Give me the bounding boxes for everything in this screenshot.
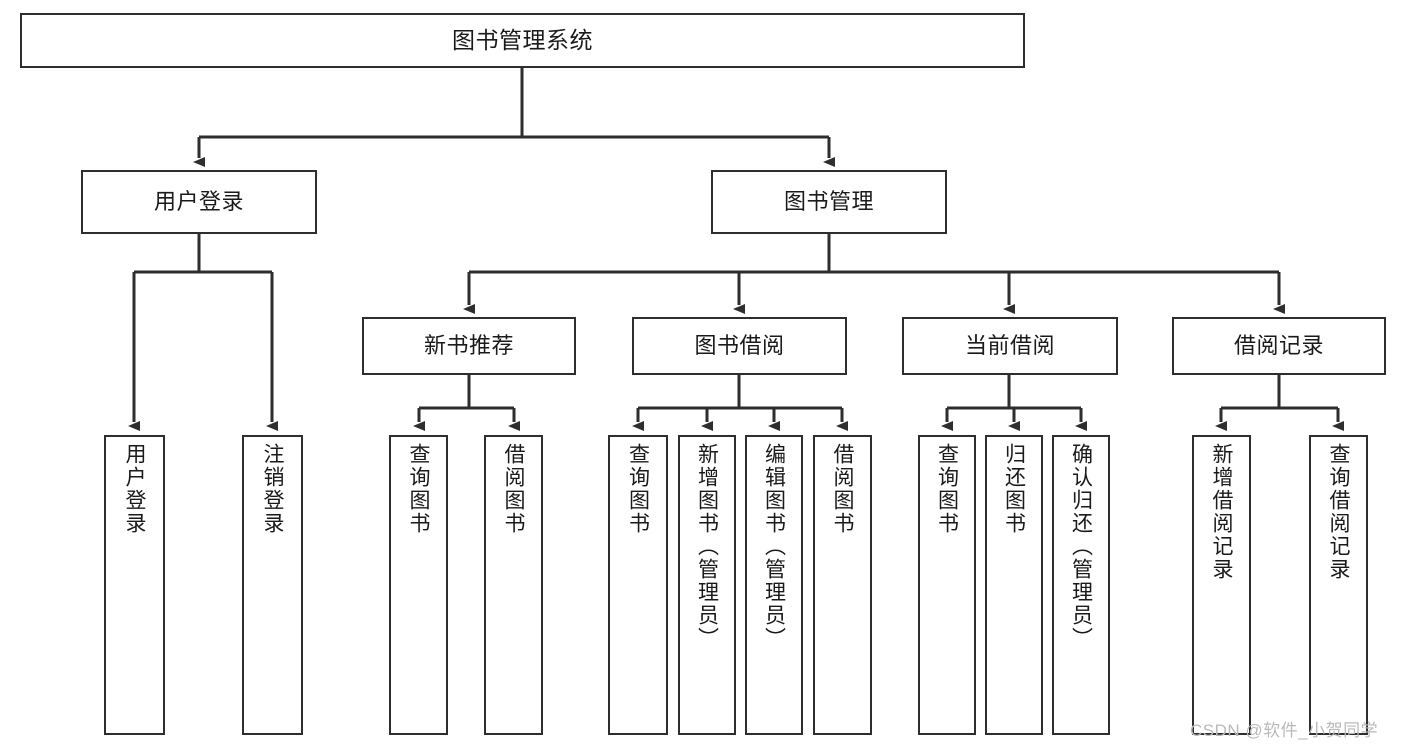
leaf-borrow-book-label: 借阅图书 — [831, 443, 855, 535]
leaf-borrow-book-recommend-label: 借阅图书 — [502, 443, 526, 535]
leaf-return-book-label: 归还图书 — [1002, 443, 1026, 535]
leaf-query-book-recommend-label: 查询图书 — [407, 443, 431, 535]
edge-group-root — [193, 68, 835, 167]
leaf-query-book-borrow[interactable]: 查询图书 — [608, 435, 668, 735]
csdn-watermark: CSDN @软件_小贺同学 — [1190, 721, 1379, 740]
node-root-label: 图书管理系统 — [452, 27, 593, 54]
leaf-logout-label: 注销登录 — [261, 443, 285, 535]
edge-group-borrow — [632, 375, 848, 431]
node-borrow-record-label: 借阅记录 — [1233, 332, 1324, 358]
leaf-edit-book-admin[interactable]: 编辑图书（管理员） — [745, 435, 803, 735]
leaf-query-book-current-label: 查询图书 — [935, 443, 959, 535]
node-root[interactable]: 图书管理系统 — [20, 13, 1025, 68]
edge-group-newbook — [413, 375, 520, 431]
leaf-confirm-return-admin-label: 确认归还（管理员） — [1069, 443, 1093, 650]
leaf-add-borrow-record[interactable]: 新增借阅记录 — [1192, 435, 1251, 735]
leaf-user-login[interactable]: 用户登录 — [104, 435, 165, 735]
edge-group-current — [941, 375, 1087, 431]
node-current-borrow-label: 当前借阅 — [964, 332, 1055, 358]
node-borrow-record[interactable]: 借阅记录 — [1172, 317, 1386, 375]
node-new-book-recommend-label: 新书推荐 — [423, 332, 514, 358]
leaf-query-book-borrow-label: 查询图书 — [626, 443, 650, 535]
node-book-borrow-label: 图书借阅 — [694, 332, 785, 358]
leaf-query-book-recommend[interactable]: 查询图书 — [389, 435, 448, 735]
leaf-query-borrow-record-label: 查询借阅记录 — [1327, 443, 1351, 581]
leaf-user-login-label: 用户登录 — [123, 443, 147, 535]
leaf-query-book-current[interactable]: 查询图书 — [918, 435, 976, 735]
node-book-management[interactable]: 图书管理 — [711, 170, 947, 234]
node-book-management-label: 图书管理 — [783, 188, 874, 214]
leaf-add-book-admin-label: 新增图书（管理员） — [695, 443, 719, 650]
node-current-borrow[interactable]: 当前借阅 — [902, 317, 1118, 375]
leaf-add-borrow-record-label: 新增借阅记录 — [1210, 443, 1234, 581]
leaf-logout[interactable]: 注销登录 — [242, 435, 303, 735]
leaf-confirm-return-admin[interactable]: 确认归还（管理员） — [1052, 435, 1110, 735]
leaf-query-borrow-record[interactable]: 查询借阅记录 — [1309, 435, 1368, 735]
edge-group-record — [1215, 375, 1344, 431]
node-book-borrow[interactable]: 图书借阅 — [632, 317, 847, 375]
edge-group-user-login — [128, 234, 278, 431]
node-user-login-label: 用户登录 — [153, 188, 244, 214]
node-user-login[interactable]: 用户登录 — [81, 170, 317, 234]
leaf-add-book-admin[interactable]: 新增图书（管理员） — [678, 435, 736, 735]
node-new-book-recommend[interactable]: 新书推荐 — [362, 317, 576, 375]
leaf-return-book[interactable]: 归还图书 — [985, 435, 1043, 735]
leaf-edit-book-admin-label: 编辑图书（管理员） — [762, 443, 786, 650]
leaf-borrow-book[interactable]: 借阅图书 — [813, 435, 872, 735]
edge-group-book-mgmt — [463, 234, 1285, 314]
leaf-borrow-book-recommend[interactable]: 借阅图书 — [484, 435, 543, 735]
